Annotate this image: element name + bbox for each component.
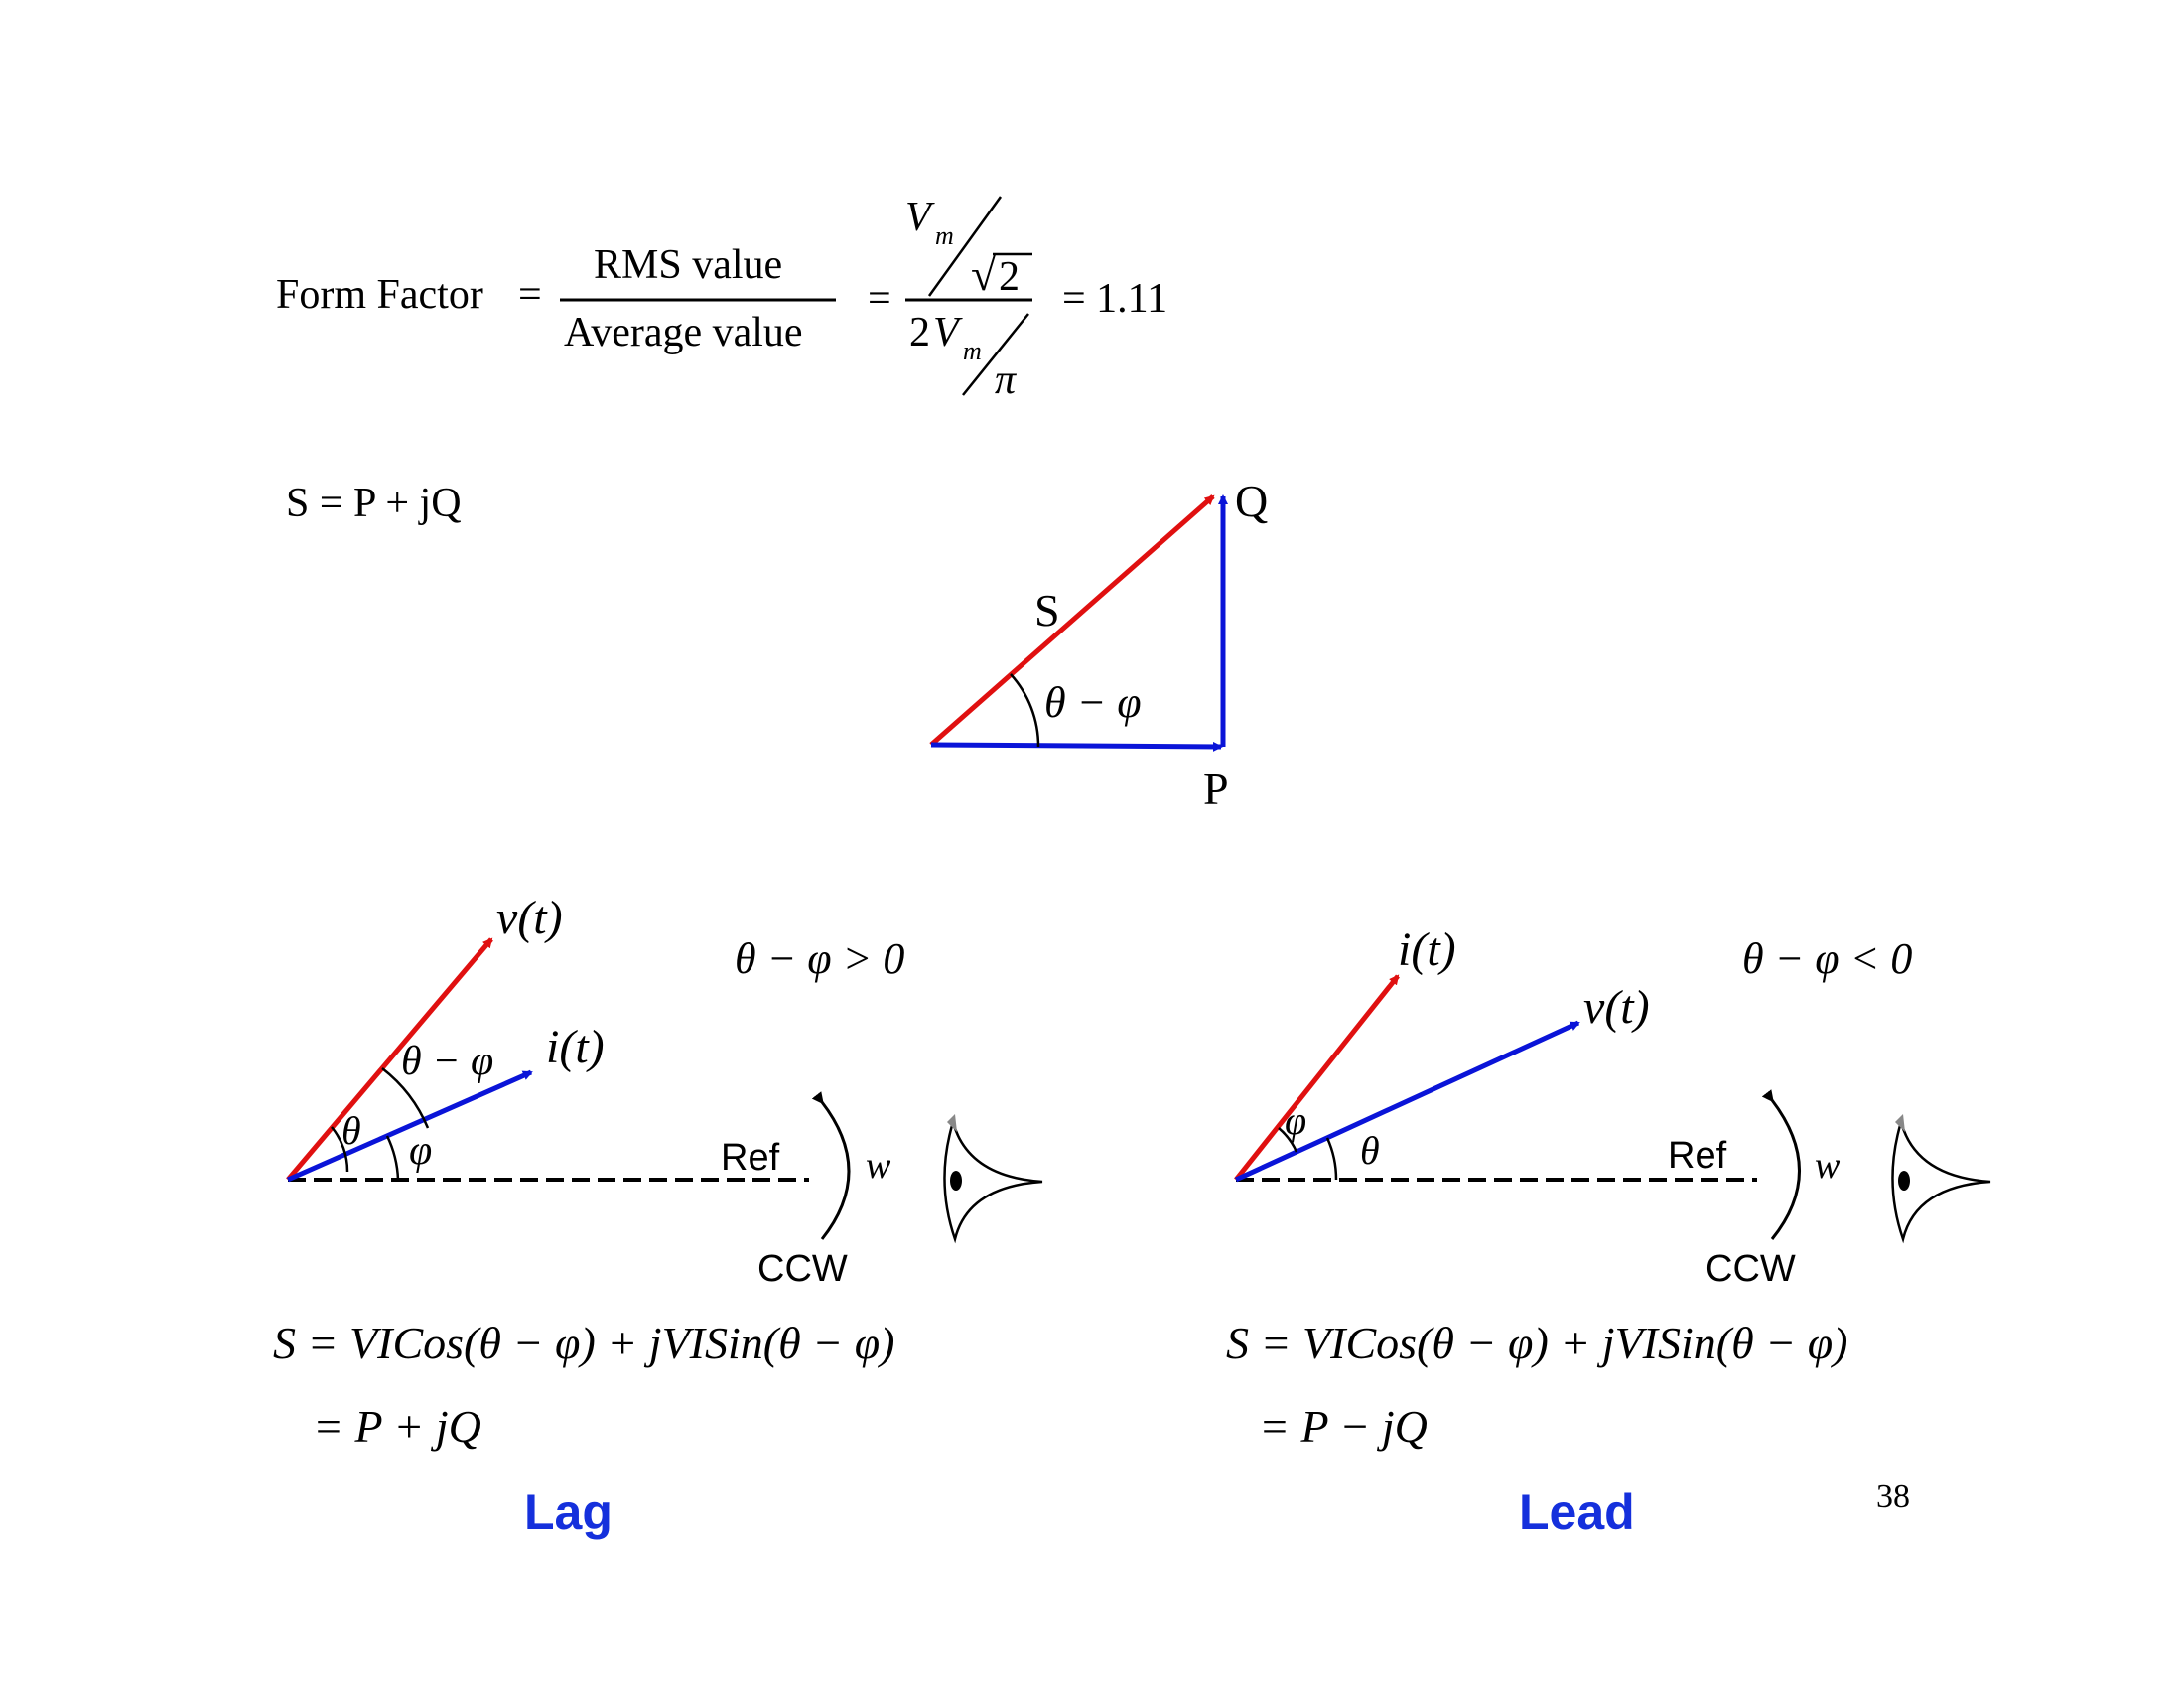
lead-power-result: = P − jQ	[1259, 1401, 1428, 1452]
vm-top: V	[905, 195, 935, 240]
bottom-slash	[962, 313, 1029, 396]
lag-i-vector	[286, 1069, 533, 1183]
lag-v-vector	[286, 937, 493, 1182]
rms-value-text: RMS value	[594, 242, 782, 288]
pi-text: π	[995, 357, 1017, 403]
lead-phi-label: φ	[1285, 1098, 1306, 1143]
lag-ccw-label: CCW	[757, 1248, 848, 1290]
lead-i-vector	[1234, 974, 1400, 1182]
triangle-angle-label: θ − φ	[1044, 678, 1142, 727]
lag-condition: θ − φ > 0	[735, 934, 904, 983]
lag-v-label: v(t)	[496, 892, 563, 944]
lead-i-main: i	[1398, 923, 1411, 976]
lag-theta-label: θ	[341, 1108, 361, 1153]
triangle-angle-arc	[1010, 673, 1040, 748]
lag-i-main: i	[546, 1021, 559, 1073]
lag-phasor-diagram: v(t) i(t) θ − φ θ φ w θ − φ > 0 S = VICo…	[273, 892, 1043, 1540]
form-factor-equals: =	[518, 272, 542, 318]
s-label: S	[1034, 585, 1060, 635]
two-text: 2	[909, 310, 930, 355]
lag-omega-label: w	[866, 1145, 891, 1187]
lag-theta-arc	[331, 1126, 349, 1173]
lead-i-label: i(t)	[1398, 923, 1456, 976]
lead-theta-label: θ	[1360, 1128, 1380, 1173]
vm-bottom: V	[933, 310, 963, 355]
lead-ccw-label: CCW	[1706, 1248, 1796, 1290]
lead-phasor-diagram: i(t) v(t) φ θ w θ − φ < 0 S = VICos(θ − …	[1226, 923, 1991, 1540]
lead-condition: θ − φ < 0	[1742, 934, 1912, 983]
complex-power-equation: S = P + jQ	[286, 481, 462, 526]
lag-rotation-arrow	[811, 1091, 851, 1240]
lag-v-arg: (t)	[517, 892, 562, 944]
lead-title: Lead	[1519, 1484, 1635, 1540]
root-sign: √	[971, 249, 997, 300]
lag-power-result: = P + jQ	[313, 1401, 481, 1452]
lag-i-label: i(t)	[546, 1021, 605, 1073]
lead-phi-arc	[1278, 1127, 1298, 1153]
lead-observer-eye-icon	[1891, 1114, 1991, 1244]
lag-theta-minus-phi-arc	[381, 1067, 430, 1129]
average-value-text: Average value	[564, 310, 803, 355]
lag-i-arg: (t)	[559, 1021, 604, 1073]
page-number: 38	[1876, 1478, 1910, 1515]
lead-ref-label: Ref	[1668, 1135, 1727, 1177]
p-vector	[930, 741, 1223, 752]
lead-i-arg: (t)	[1411, 923, 1455, 976]
p-label: P	[1203, 764, 1229, 814]
lag-power-equation: S = VICos(θ − φ) + jVISin(θ − φ)	[273, 1318, 895, 1368]
q-label: Q	[1235, 476, 1268, 526]
lead-v-vector	[1234, 1020, 1580, 1183]
lag-ref-label: Ref	[721, 1137, 780, 1179]
s-vector	[929, 494, 1215, 747]
lead-power-equation: S = VICos(θ − φ) + jVISin(θ − φ)	[1226, 1318, 1848, 1368]
form-factor-result: = 1.11	[1062, 276, 1167, 322]
second-equals: =	[868, 276, 891, 322]
lag-phi-arc	[385, 1135, 400, 1181]
root-value: 2	[999, 254, 1020, 300]
lag-phi-label: φ	[409, 1128, 432, 1174]
power-triangle: S = P + jQ Q S P θ − φ	[286, 476, 1268, 814]
vm-top-sub: m	[935, 221, 954, 250]
lag-angle-diff-label: θ − φ	[401, 1039, 493, 1084]
lag-v-main: v	[496, 892, 518, 944]
lead-rotation-arrow	[1761, 1089, 1801, 1240]
lead-v-main: v	[1583, 981, 1605, 1034]
vm-bottom-sub: m	[963, 337, 982, 365]
form-factor-equation: Form Factor = RMS value Average value = …	[276, 195, 1167, 403]
form-factor-label: Form Factor	[276, 272, 483, 318]
lead-theta-arc	[1325, 1137, 1338, 1181]
lag-title: Lag	[524, 1484, 613, 1540]
top-slash	[927, 196, 1003, 297]
lead-v-label: v(t)	[1583, 981, 1650, 1034]
lag-observer-eye-icon	[943, 1114, 1043, 1244]
lead-v-arg: (t)	[1604, 981, 1649, 1034]
lead-omega-label: w	[1815, 1145, 1841, 1187]
